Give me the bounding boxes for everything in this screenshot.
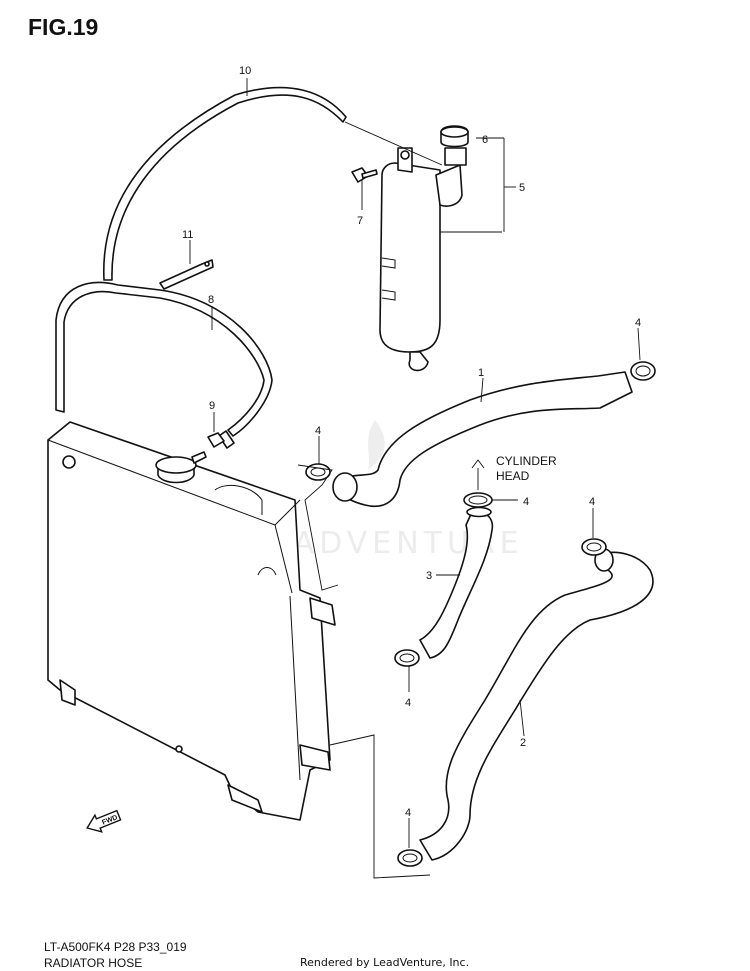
- callout-3: 3: [426, 570, 432, 582]
- callout-9: 9: [209, 400, 215, 412]
- reservoir-tank-5[interactable]: [379, 147, 502, 372]
- cylinder-head-label-line1: CYLINDER: [496, 454, 557, 468]
- hose-8[interactable]: [55, 281, 273, 449]
- clamp-4-b[interactable]: [305, 463, 331, 481]
- section-name: RADIATOR HOSE: [44, 956, 143, 970]
- callout-7: 7: [357, 215, 363, 227]
- clamp-9[interactable]: [207, 432, 225, 448]
- callout-4-e: 4: [405, 697, 411, 709]
- model-code: LT-A500FK4 P28 P33_019: [44, 940, 187, 954]
- callout-8: 8: [208, 294, 214, 306]
- figure-title: FIG.19: [28, 14, 99, 40]
- callout-4-f: 4: [405, 807, 411, 819]
- callout-1: 1: [478, 367, 484, 379]
- clamp-4-c[interactable]: [463, 492, 493, 508]
- hose-3[interactable]: [419, 506, 494, 659]
- hose-1[interactable]: [332, 371, 633, 507]
- callout-4-c: 4: [523, 496, 529, 508]
- leader-lines: [189, 78, 641, 879]
- callout-10: 10: [239, 65, 251, 77]
- callout-2: 2: [520, 737, 526, 749]
- bolt-7[interactable]: [351, 167, 378, 183]
- watermark-flame-icon: [368, 420, 385, 470]
- callout-4-a: 4: [635, 317, 641, 329]
- clamp-4-a[interactable]: [630, 361, 656, 381]
- radiator[interactable]: [47, 421, 336, 821]
- clamp-4-d[interactable]: [581, 538, 607, 556]
- render-credit: Rendered by LeadVenture, Inc.: [300, 956, 470, 969]
- radiator-cap[interactable]: [155, 451, 207, 484]
- callout-5: 5: [519, 182, 525, 194]
- reservoir-cap-6[interactable]: [440, 125, 469, 148]
- fwd-arrow-icon: FWD: [86, 809, 122, 833]
- callout-6: 6: [482, 134, 488, 146]
- callout-4-d: 4: [589, 496, 595, 508]
- clamp-4-f[interactable]: [397, 849, 423, 867]
- callout-4-b: 4: [315, 425, 321, 437]
- bracket-11[interactable]: [159, 259, 214, 290]
- cylinder-head-label-line2: HEAD: [496, 469, 530, 483]
- hose-10[interactable]: [103, 86, 347, 281]
- callout-11: 11: [182, 229, 193, 241]
- hose-2[interactable]: [419, 548, 654, 861]
- clamp-4-e[interactable]: [394, 649, 420, 667]
